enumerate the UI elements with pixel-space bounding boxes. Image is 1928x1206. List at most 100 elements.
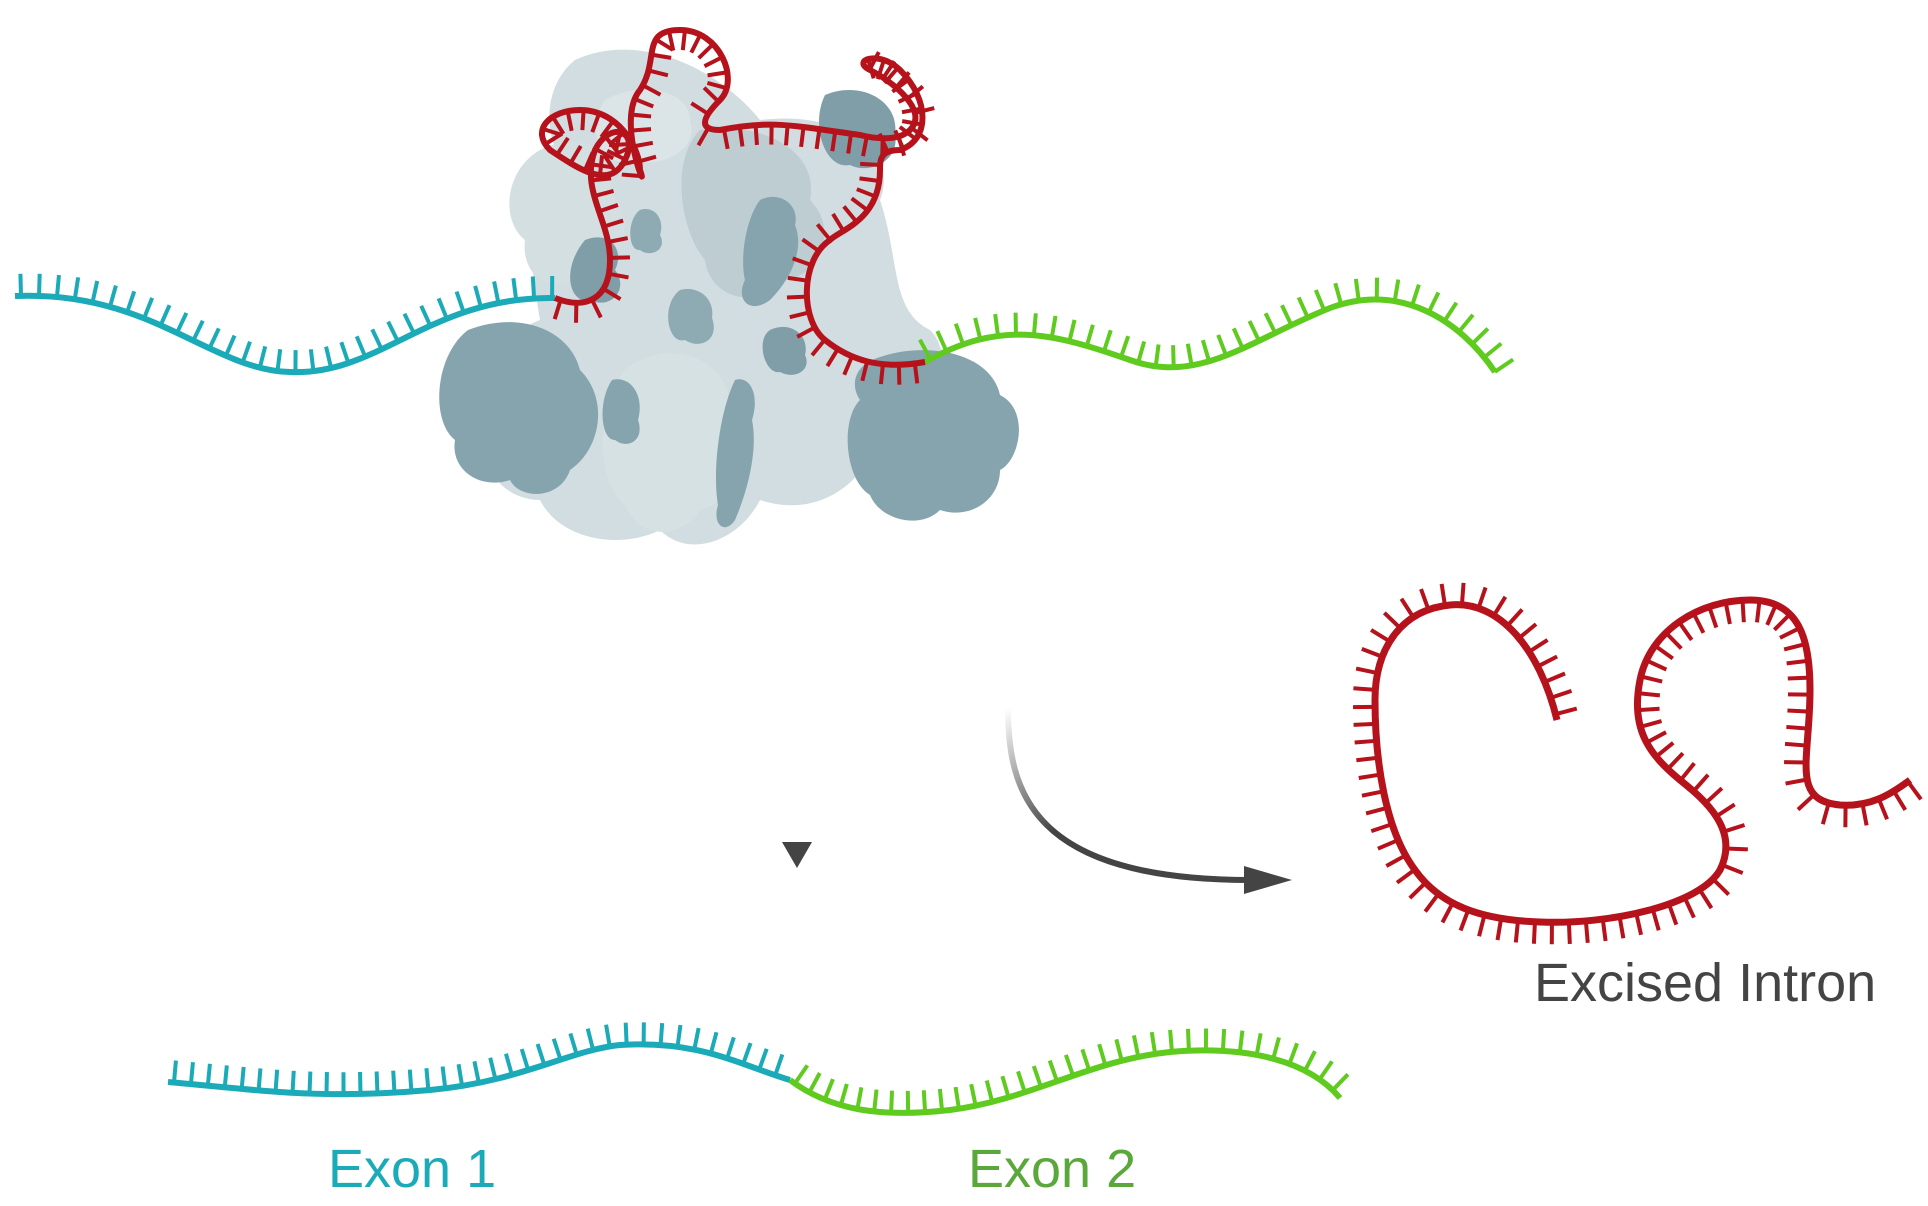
nucleotide-tick xyxy=(725,1036,736,1059)
nucleotide-tick xyxy=(598,155,605,176)
nucleotide-tick xyxy=(1067,319,1077,342)
nucleotide-tick xyxy=(1505,608,1524,628)
nucleotide-tick xyxy=(807,1072,822,1094)
nucleotide-tick xyxy=(125,290,137,313)
nucleotide-tick xyxy=(741,1042,753,1065)
nucleotide-tick xyxy=(1031,1065,1043,1088)
nucleotide-tick xyxy=(1385,853,1407,868)
nucleotide-tick xyxy=(1358,772,1381,780)
nucleotide-tick xyxy=(391,1070,397,1093)
nucleotide-tick xyxy=(675,1024,683,1048)
nucleotide-tick xyxy=(535,1043,547,1066)
nucleotide-tick xyxy=(1247,320,1261,342)
nucleotide-tick xyxy=(582,151,595,172)
nucleotide-tick xyxy=(594,147,615,161)
nucleotide-tick xyxy=(1645,658,1668,672)
nucleotide-tick xyxy=(604,1024,612,1047)
nucleotide-tick xyxy=(786,294,808,300)
nucleotide-tick xyxy=(1787,675,1810,681)
nucleotide-tick xyxy=(1667,903,1679,926)
nucleotide-tick xyxy=(791,256,813,268)
nucleotide-tick xyxy=(239,1066,246,1090)
nucleotide-tick xyxy=(599,119,615,139)
nucleotide-tick xyxy=(436,297,449,320)
nucleotide-tick xyxy=(1377,838,1399,851)
nucleotide-tick xyxy=(1031,313,1038,336)
nucleotide-tick xyxy=(602,154,617,173)
curved-arrow-icon xyxy=(1005,707,1292,894)
nucleotide-tick xyxy=(1047,1059,1059,1082)
nucleotide-tick xyxy=(1550,689,1573,700)
nucleotide-tick xyxy=(222,1065,229,1088)
nucleotide-tick xyxy=(1119,335,1131,358)
intron-strand-bound xyxy=(539,26,935,385)
nucleotide-tick xyxy=(207,327,221,350)
nucleotide-tick xyxy=(799,126,806,148)
nucleotide-tick xyxy=(1860,803,1869,826)
nucleotide-tick xyxy=(542,126,563,137)
nucleotide-tick xyxy=(1725,846,1748,852)
nucleotide-tick xyxy=(1555,706,1578,717)
nucleotide-tick xyxy=(290,1070,296,1093)
nucleotide-tick xyxy=(1785,777,1808,786)
nucleotide-tick xyxy=(883,66,900,85)
nucleotide-tick xyxy=(565,110,574,132)
nucleotide-tick xyxy=(783,125,790,146)
nucleotide-tick xyxy=(1654,741,1675,759)
nucleotide-tick xyxy=(1477,914,1487,937)
nucleotide-tick xyxy=(1470,327,1490,346)
nucleotide-tick xyxy=(1296,296,1310,319)
nucleotide-tick xyxy=(386,320,400,343)
nucleotide-tick xyxy=(893,129,906,150)
nucleotide-tick xyxy=(667,30,676,51)
nucleotide-tick xyxy=(866,58,876,79)
nucleotide-tick xyxy=(108,285,118,308)
nucleotide-tick xyxy=(796,325,816,339)
nucleotide-tick xyxy=(1168,1029,1174,1052)
nucleotide-tick xyxy=(838,1083,849,1106)
nucleotide-tick xyxy=(1876,798,1889,820)
nucleotide-tick xyxy=(1331,1072,1350,1092)
nucleotide-tick xyxy=(814,128,822,150)
nucleotide-tick xyxy=(618,158,640,167)
nucleotide-tick xyxy=(1707,606,1719,629)
nucleotide-tick xyxy=(440,1066,448,1089)
nucleotide-tick xyxy=(993,313,1001,337)
nucleotide-tick xyxy=(630,112,652,119)
nucleotide-tick xyxy=(1692,773,1710,793)
nucleotide-tick xyxy=(158,304,172,327)
nucleotide-tick xyxy=(607,236,629,244)
nucleotide-tick xyxy=(256,1068,263,1091)
nucleotide-tick xyxy=(1136,340,1147,364)
nucleotide-tick xyxy=(1361,789,1384,798)
nucleotide-tick xyxy=(1704,786,1724,805)
nucleotide-tick xyxy=(953,323,965,346)
exon1-strand-bottom xyxy=(167,1022,791,1098)
nucleotide-tick xyxy=(590,112,602,133)
nucleotide-tick xyxy=(689,33,703,54)
nucleotide-tick xyxy=(171,1060,178,1083)
nucleotide-tick xyxy=(551,1038,563,1061)
nucleotide-tick xyxy=(1419,588,1431,611)
nucleotide-tick xyxy=(984,1080,995,1103)
nucleotide-tick xyxy=(897,91,918,104)
nucleotide-tick xyxy=(918,338,933,361)
nucleotide-tick xyxy=(1355,666,1379,675)
nucleotide-tick xyxy=(810,338,827,357)
nucleotide-tick xyxy=(1493,357,1515,374)
nucleotide-tick xyxy=(1200,339,1212,362)
nucleotide-tick xyxy=(1370,822,1393,834)
nucleotide-tick xyxy=(1637,706,1660,713)
nucleotide-tick xyxy=(1697,888,1714,910)
nucleotide-tick xyxy=(1171,345,1176,368)
nucleotide-tick xyxy=(860,161,881,167)
nucleotide-tick xyxy=(1361,647,1384,659)
nucleotide-tick xyxy=(1600,918,1608,942)
nucleotide-tick xyxy=(1892,790,1908,811)
nucleotide-tick xyxy=(632,140,654,149)
nucleotide-tick xyxy=(910,126,929,142)
nucleotide-tick xyxy=(205,1063,212,1086)
nucleotide-tick xyxy=(658,1022,665,1046)
nucleotide-tick xyxy=(370,328,384,351)
nucleotide-tick xyxy=(973,317,983,340)
